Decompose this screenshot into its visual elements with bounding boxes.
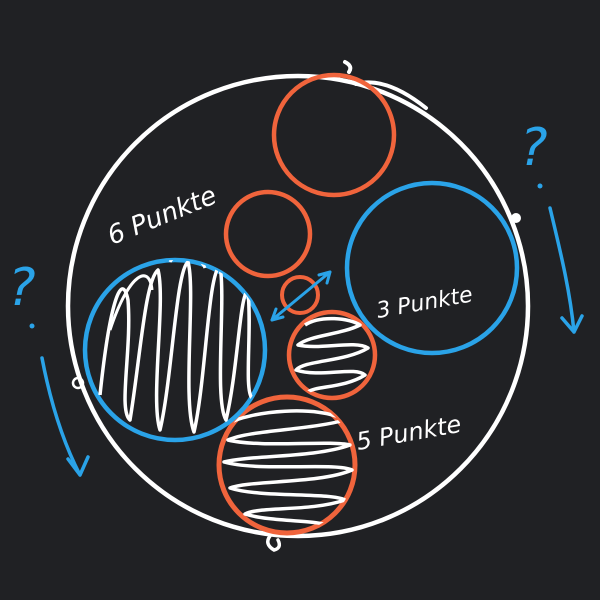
blue-circle-left <box>82 257 268 443</box>
bottom-circle-hatching <box>222 409 354 528</box>
outer-circle <box>65 73 531 539</box>
right-question-dot <box>537 183 543 189</box>
label-left-region: 6 Punkte <box>103 181 221 252</box>
left-question-dot <box>29 323 35 329</box>
double-arrow <box>270 270 332 322</box>
label-right-region: 3 Punkte <box>375 282 475 323</box>
blue-circle-right <box>344 180 520 356</box>
orange-circle-small-mid <box>286 309 378 401</box>
right-question-mark: ? <box>520 118 548 178</box>
left-question-mark: ? <box>8 258 36 318</box>
orange-circle-mid <box>223 189 313 279</box>
mid-circle-hatching <box>294 316 370 394</box>
left-circle-dot <box>71 376 85 390</box>
left-down-arrow <box>40 356 90 477</box>
orange-circle-top <box>271 72 397 198</box>
left-circle-hatching <box>98 260 254 434</box>
orange-circle-tiny <box>280 275 320 315</box>
right-circle-dot <box>511 213 521 223</box>
outer-circle-bottom-tick <box>266 534 282 552</box>
right-down-arrow <box>548 206 584 334</box>
label-bottom-region: 5 Punkte <box>354 410 463 456</box>
orange-circle-bottom <box>216 394 358 536</box>
